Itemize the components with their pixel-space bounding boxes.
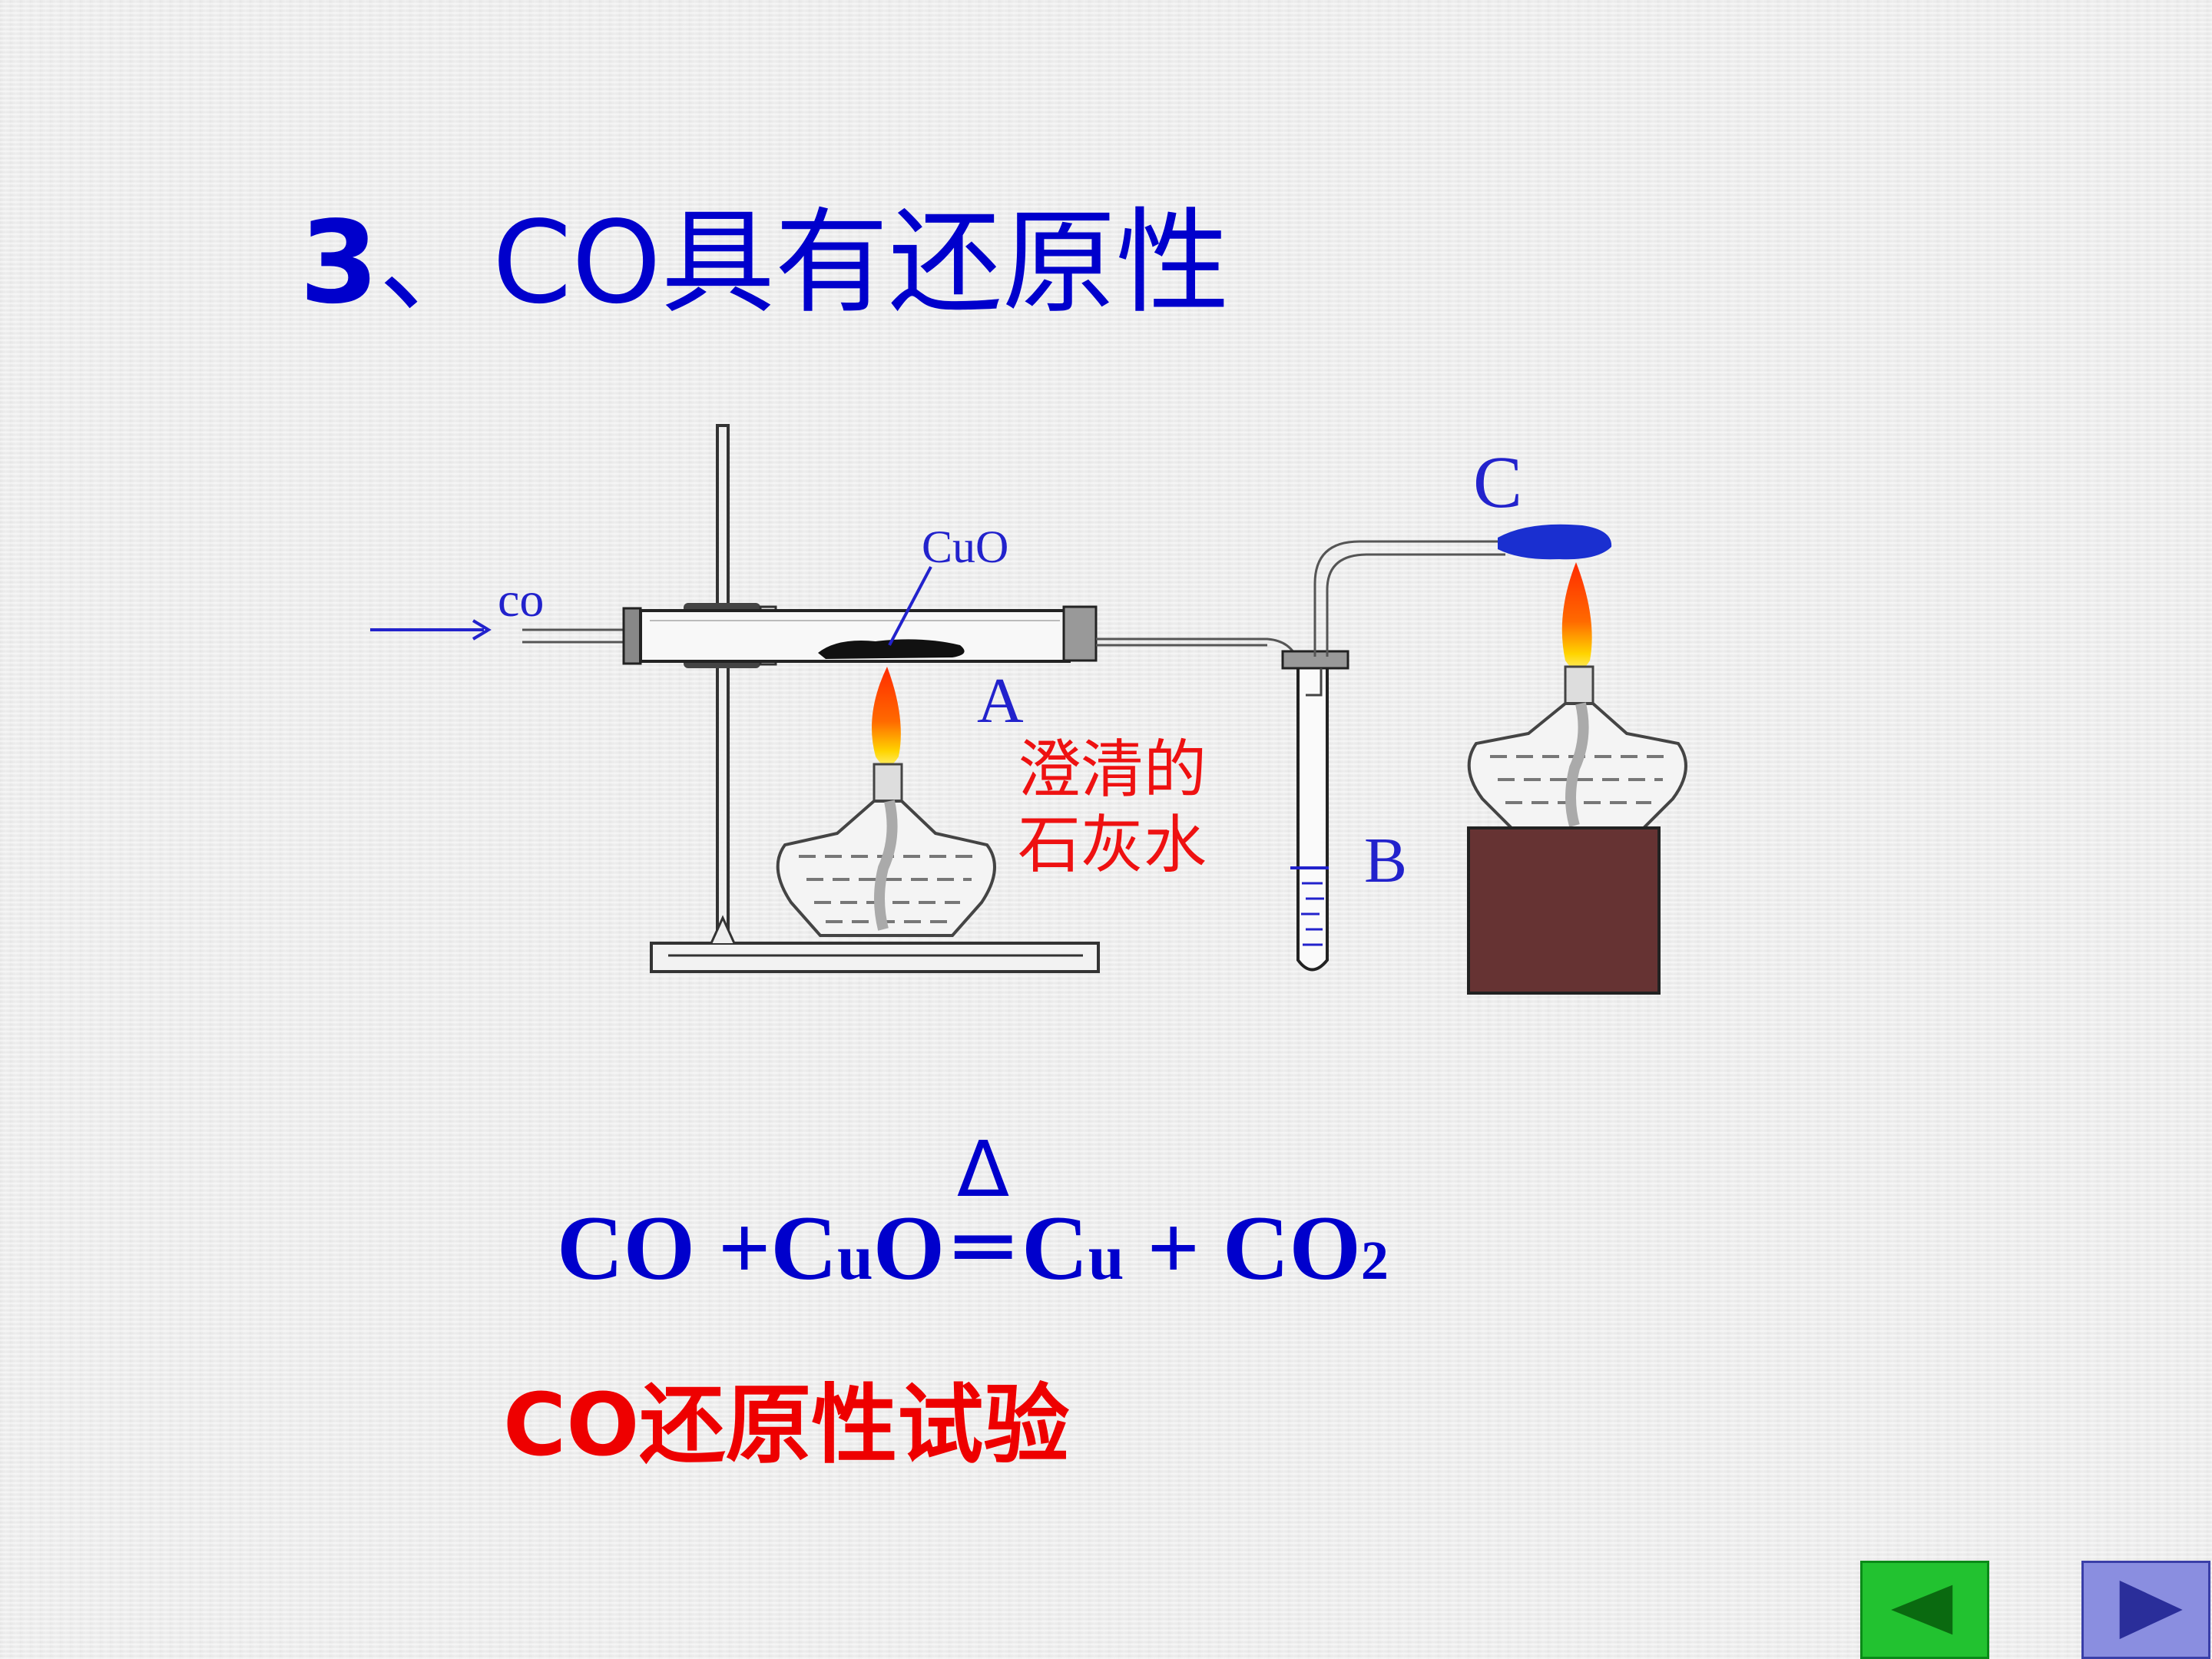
test-tube-b <box>1281 540 1505 972</box>
label-c: C <box>1473 441 1522 523</box>
page-title: 3、CO具有还原性 <box>300 206 1230 320</box>
heat-symbol: Δ <box>956 1124 1010 1214</box>
alcohol-lamp-a <box>776 667 996 937</box>
flame-c <box>1561 562 1592 671</box>
label-b: B <box>1364 825 1407 896</box>
cuo-pointer <box>888 566 932 646</box>
next-slide-button[interactable] <box>2081 1561 2210 1659</box>
title-text: 、CO具有还原性 <box>378 197 1230 329</box>
co-inlet-label: co <box>498 572 544 627</box>
reaction-tube-a <box>622 605 1300 665</box>
burning-co-flame <box>1498 524 1612 560</box>
limewater-label-line1: 澄清的 <box>1018 733 1207 806</box>
label-a: A <box>977 665 1024 737</box>
cuo-label: CuO <box>922 522 1008 572</box>
reaction-condition: Δ═ <box>945 1131 1022 1294</box>
equation-left: CO +CuO <box>557 1197 945 1299</box>
triangle-left-icon <box>1891 1584 1953 1635</box>
limewater-label-line2: 石灰水 <box>1018 809 1207 882</box>
wooden-block <box>1467 826 1661 995</box>
title-number: 3 <box>300 197 379 329</box>
previous-slide-button[interactable] <box>1860 1561 1989 1659</box>
flame-a <box>872 667 901 767</box>
experiment-caption: CO还原性试验 <box>503 1376 1070 1475</box>
copper-oxide-powder <box>818 639 965 659</box>
equation-right: Cu + CO2 <box>1022 1197 1389 1299</box>
equals-sign: ═ <box>955 1194 1012 1301</box>
alcohol-lamp-c <box>1467 562 1687 995</box>
co-inlet-arrow <box>370 619 624 644</box>
triangle-right-icon <box>2119 1580 2183 1640</box>
